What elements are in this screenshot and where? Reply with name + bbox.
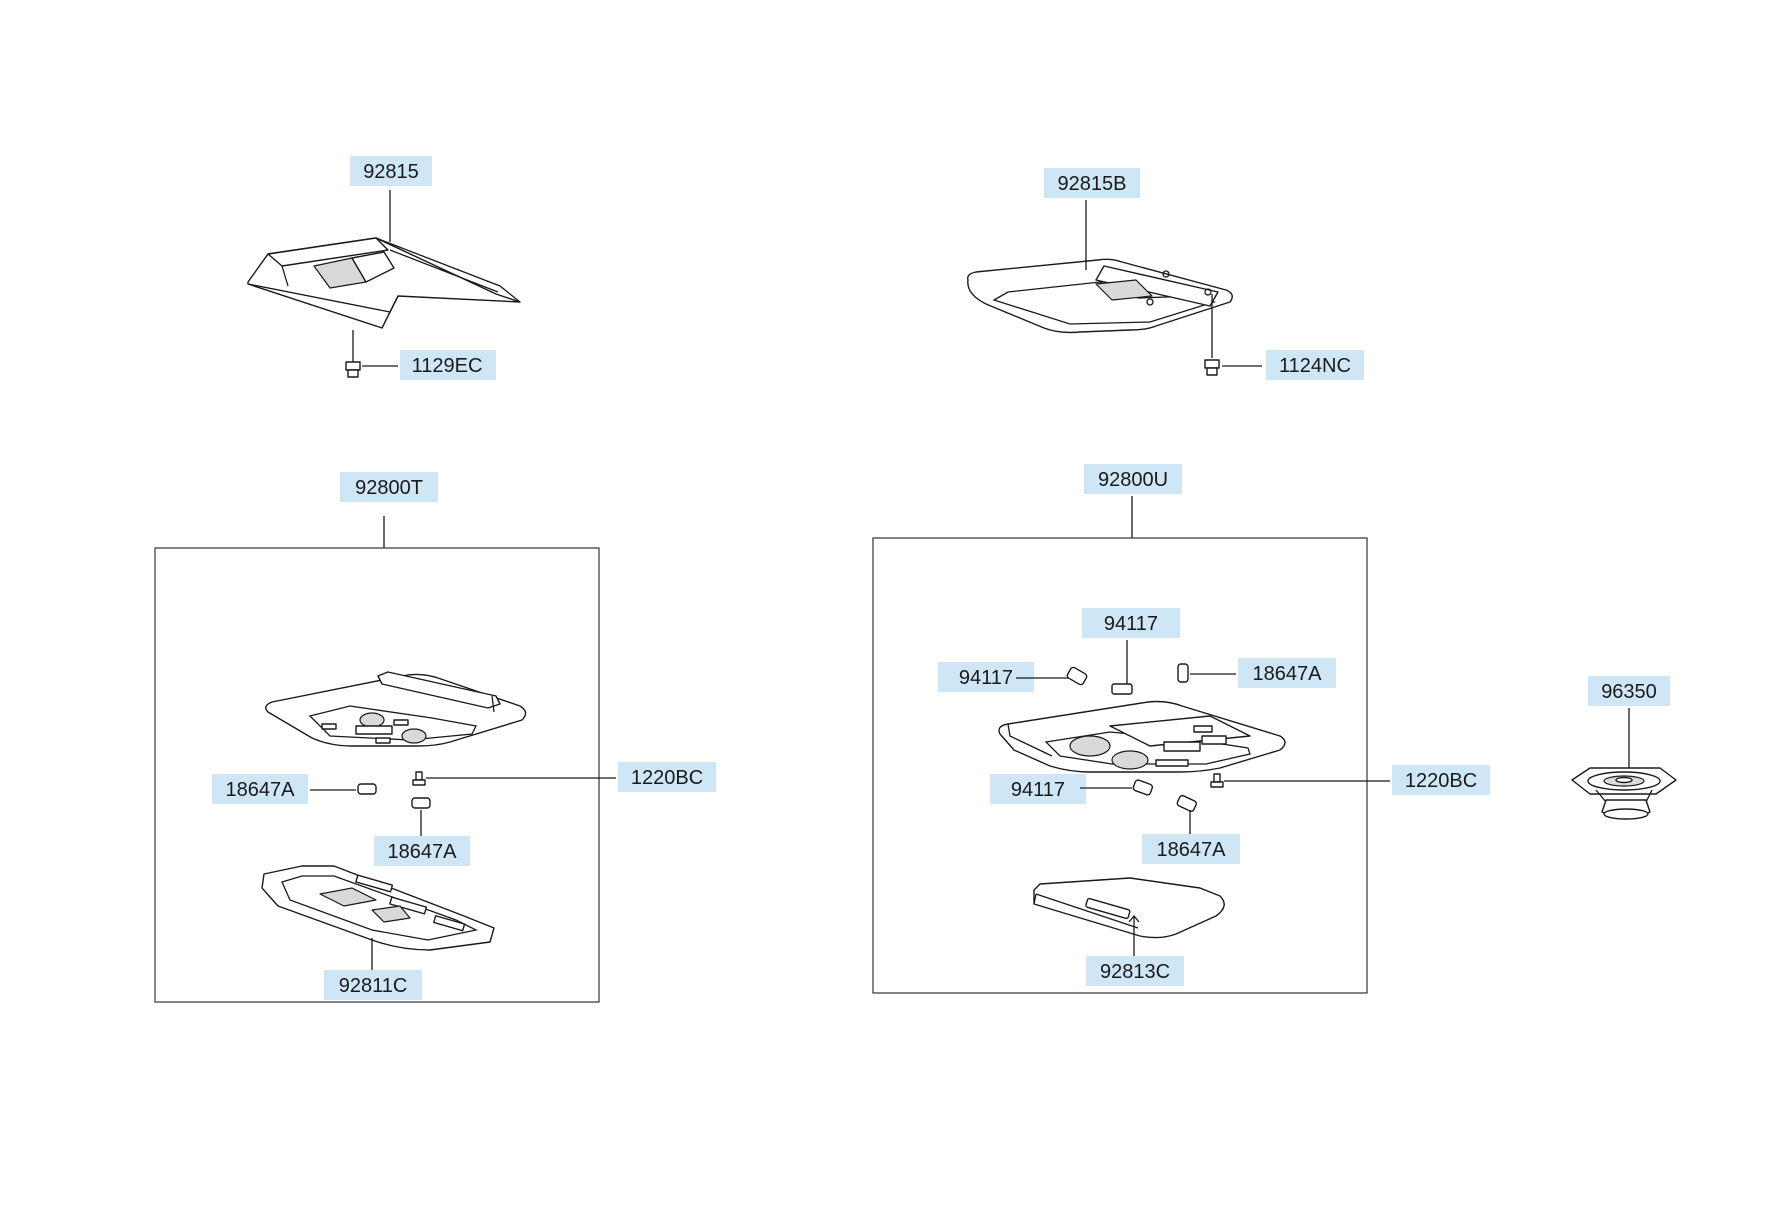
callout-92813c[interactable]: 92813C — [1086, 914, 1184, 986]
callout-label: 1220BC — [1405, 770, 1477, 792]
callout-label: 18647A — [226, 779, 296, 801]
callout-label: 92811C — [339, 975, 408, 997]
callout-94117-top[interactable]: 94117 — [1082, 608, 1180, 684]
bulb-18647a-right-2 — [1176, 794, 1197, 812]
bulb-94117-mid — [1132, 779, 1154, 796]
assembly-frame-92800t — [154, 547, 600, 1003]
bulb-94117-left — [1066, 666, 1088, 686]
callout-label: 18647A — [1157, 839, 1227, 861]
callout-96350[interactable]: 96350 — [1588, 676, 1670, 770]
callout-1220bc-left[interactable]: 1220BC — [426, 762, 716, 792]
callout-94117-mid[interactable]: 94117 — [990, 774, 1132, 804]
callout-label: 18647A — [1253, 663, 1323, 685]
callout-18647a-right-2[interactable]: 18647A — [1142, 810, 1240, 864]
bolt-1124nc — [1204, 294, 1220, 376]
callout-94117-left[interactable]: 94117 — [938, 662, 1068, 692]
overhead-console-upper-left — [265, 671, 527, 747]
callout-92815b[interactable]: 92815B — [1044, 168, 1140, 270]
lens-92811c — [261, 865, 495, 951]
overhead-console-upper-right — [998, 700, 1286, 773]
callout-label: 92815 — [363, 161, 419, 183]
bulb-94117-top — [1111, 683, 1133, 695]
callout-18647a-right-1[interactable]: 18647A — [1190, 658, 1336, 688]
callout-92800u[interactable]: 92800U — [1084, 464, 1182, 538]
callout-18647a-left-1[interactable]: 18647A — [212, 774, 356, 804]
callout-label: 92800U — [1098, 469, 1168, 491]
callout-label: 1129EC — [412, 355, 483, 377]
callout-label: 94117 — [1011, 779, 1065, 801]
callout-label: 18647A — [388, 841, 458, 863]
callout-label: 94117 — [1104, 613, 1158, 635]
callout-1129ec[interactable]: 1129EC — [362, 350, 496, 380]
callout-label: 1124NC — [1279, 355, 1351, 377]
lens-92813c — [1033, 877, 1225, 939]
bulb-18647a-left-1 — [357, 783, 377, 795]
bracket-92815 — [247, 237, 521, 329]
callout-label: 94117 — [959, 667, 1013, 689]
callout-label: 92815B — [1058, 173, 1127, 195]
callout-92800t[interactable]: 92800T — [340, 472, 438, 548]
bulb-18647a-right-1 — [1177, 663, 1189, 683]
screw-1220bc-left — [412, 771, 426, 786]
bracket-92815b — [966, 258, 1233, 334]
callout-18647a-left-2[interactable]: 18647A — [374, 810, 470, 866]
callout-1220bc-right[interactable]: 1220BC — [1224, 765, 1490, 795]
screw-1220bc-right — [1210, 773, 1224, 788]
assembly-frame-92800u — [872, 537, 1368, 994]
callout-label: 1220BC — [631, 767, 703, 789]
callout-1124nc[interactable]: 1124NC — [1222, 350, 1364, 380]
callout-label: 92813C — [1100, 961, 1170, 983]
callout-92815[interactable]: 92815 — [350, 156, 432, 242]
callout-label: 92800T — [355, 477, 423, 499]
bolt-1129ec — [345, 330, 361, 378]
callout-92811c[interactable]: 92811C — [324, 938, 422, 1000]
bulb-18647a-left-2 — [411, 797, 431, 809]
speaker-96350 — [1571, 767, 1677, 820]
callout-label: 96350 — [1601, 681, 1657, 703]
